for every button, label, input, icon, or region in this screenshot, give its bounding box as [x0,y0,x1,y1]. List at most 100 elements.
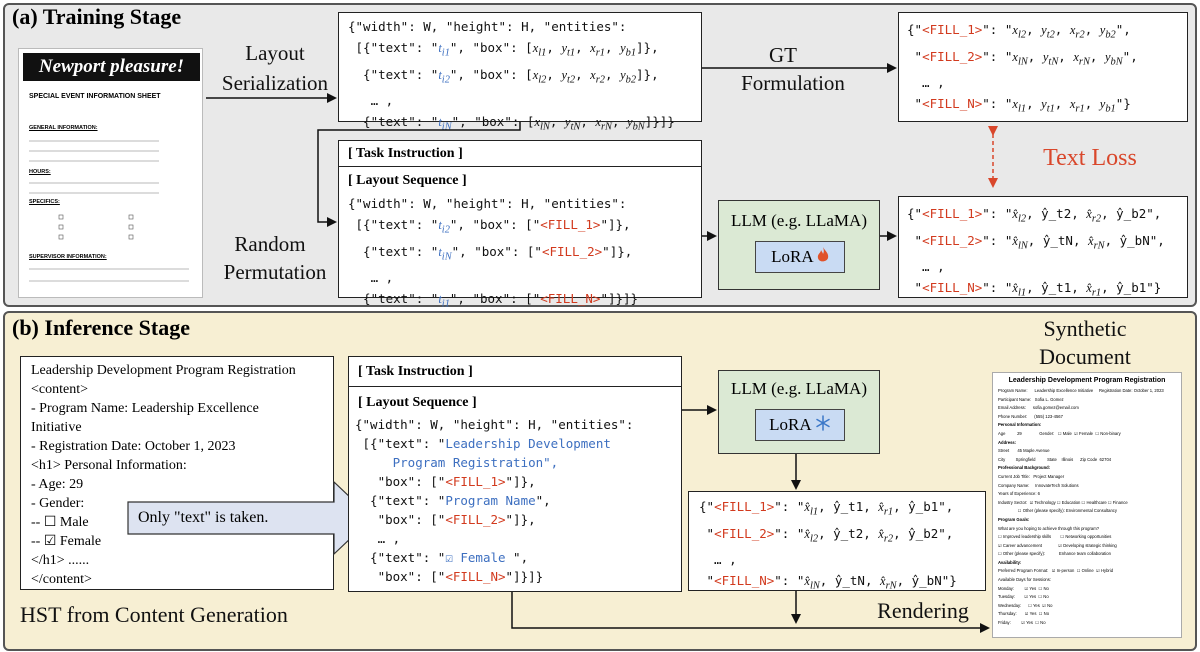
form-section-supervisor: SUPERVISOR INFORMATION: [29,254,107,260]
label-layout-serialization-2: Serialization [221,71,329,95]
training-lora-label: LoRA [771,247,813,266]
inf-pred-line-2: … , [699,552,737,567]
synthetic-doc-row: Tuesday: ☑ Yes ☐ No [998,594,1049,600]
inference-lora-label: LoRA [769,415,811,434]
synthetic-doc-row: Availability: [998,559,1022,565]
gt-line-0: {"<FILL_1>": "xl2, yt2, xr2, yb2", [907,22,1131,41]
synthetic-doc-row: What are you hoping to achieve through t… [998,525,1100,531]
permuted-line-2: {"text": "tiN", "box": ["<FILL_2>"]}, [348,243,633,263]
serialized-line-4: {"text": "tiN", "box": [xlN, ytN, xrN, y… [348,114,675,133]
inf-pred-line-0: {"<FILL_1>": "x̂l1, ŷ_t1, x̂r1, ŷ_b1", [699,499,954,518]
hst-lines: Leadership Development Program Registrat… [31,361,333,589]
seq-line-6: … , [355,531,401,546]
synthetic-doc-row: Thursday: ☑ Yes ☐ No [998,611,1050,617]
form-section-specifics: SPECIFICS: [29,199,60,205]
hst-content-box: Leadership Development Program Registrat… [20,356,334,590]
hst-line-3: Initiative [31,420,82,435]
train-pred-line-2: … , [907,259,945,274]
training-prompt-box: [ Task Instruction ] [ Layout Sequence ]… [338,140,702,310]
label-rendering: Rendering [877,598,969,623]
synthetic-doc-title: Leadership Development Program Registrat… [1008,377,1166,384]
synthetic-doc-row: Wednesday: ☐ Yes ☑ No [998,602,1053,608]
hst-line-6: - Age: 29 [31,477,84,492]
training-llm-label: LLM (e.g. LLaMA) [731,211,867,230]
seq-line-7: {"text": "☑ Female ", [355,550,529,565]
label-gt-formulation-1: GT [769,43,797,67]
training-stage-title: (a) Training Stage [12,4,182,29]
permuted-line-1: [{"text": "ti2", "box": ["<FILL_1>"]}, [348,217,631,236]
label-random-permutation-2: Permutation [223,260,327,284]
seq-line-0: {"width": W, "height": H, "entities": [355,417,634,432]
only-text-label: Only "text" is taken. [138,509,269,526]
layout-sequence-header: [ Layout Sequence ] [348,173,467,188]
hst-line-4: - Registration Date: October 1, 2023 [31,439,236,454]
label-layout-serialization-1: Layout [245,41,305,65]
synthetic-doc-row: Professional Background: [998,465,1051,471]
train-pred-line-1: "<FILL_2>": "x̂lN, ŷ_tN, x̂rN, ŷ_bN", [907,232,1165,252]
synthetic-doc-row: Personal Information: [998,422,1042,428]
seq-line-5: "box": ["<FILL_2>"]}, [355,512,536,527]
permuted-line-4: {"text": "ti1", "box": ["<FILL_N>"]}]} [348,291,639,310]
hst-line-7: - Gender: [31,496,85,511]
seq-line-2: Program Registration", [355,455,559,470]
inference-task-instruction-header: [ Task Instruction ] [349,357,681,387]
label-gt-formulation-2: Formulation [741,71,845,95]
seq-line-8: "box": ["<FILL_N>"]}]} [355,569,544,584]
inference-stage-title: (b) Inference Stage [12,315,190,340]
label-synthetic-document-2: Document [1039,344,1131,369]
form-section-general: GENERAL INFORMATION: [29,125,98,131]
serialized-line-1: [{"text": "ti1", "box": [xl1, yt1, xr1, … [348,40,659,59]
label-random-permutation-1: Random [234,232,306,256]
form-sheet-title: SPECIAL EVENT INFORMATION SHEET [29,93,161,100]
serialized-layout-box: {"width": W, "height": H, "entities": [{… [338,12,702,133]
label-synthetic-document-1: Synthetic [1043,316,1127,341]
serialized-line-2: {"text": "ti2", "box": [xl2, yt2, xr2, y… [348,66,659,86]
synthetic-doc-row: Years of Experience: 6 [998,491,1040,497]
synthetic-doc-row: ☐ Other (please specify): Environmental … [998,508,1117,514]
gt-line-1: "<FILL_2>": "xlN, ytN, xrN, ybN", [907,48,1138,68]
seq-line-1: [{"text": "Leadership Development [355,436,611,451]
synthetic-doc-row: Friday: ☑ Yes ☐ No [998,620,1046,626]
form-brand: Newport pleasure! [23,53,200,81]
serialized-line-3: … , [348,93,394,108]
train-pred-line-3: "<FILL_N>": "x̂l1, ŷ_t1, x̂r1, ŷ_b1"} [907,280,1162,299]
synthetic-doc-row: Company Name: InnovateTech Solutions [998,482,1079,488]
task-instruction-header: [ Task Instruction ] [339,141,701,167]
inference-llm-label: LLM (e.g. LLaMA) [731,379,867,398]
synthetic-doc-row: ☑ Career advancement ☑ Developing strate… [998,542,1117,548]
hst-caption: HST from Content Generation [20,602,288,627]
training-llm-box: LLM (e.g. LLaMA) LoRA [718,200,880,290]
synthetic-doc-row: Available Days for Sessions: [998,577,1051,583]
inf-pred-line-1: "<FILL_2>": "x̂l2, ŷ_t2, x̂r2, ŷ_b2", [699,525,954,545]
synthetic-doc-row: Age 29 Gender: ☐ Male ☑ Female ☐ Non-bin… [998,430,1121,436]
inference-llm-box: LLM (e.g. LLaMA) LoRA [718,370,880,454]
form-lines [29,140,189,282]
synthetic-doc-row: Participant Name: Sofia L. Gomez [998,396,1064,402]
hst-line-8: -- ☐ Male [31,515,89,530]
gt-target-box: {"<FILL_1>": "xl2, yt2, xr2, yb2", "<FIL… [898,12,1188,122]
hst-line-9: -- ☑ Female [31,534,102,549]
hst-line-5: <h1> Personal Information: [31,458,187,473]
inf-pred-line-3: "<FILL_N>": "x̂lN, ŷ_tN, x̂rN, ŷ_bN"} [699,573,957,592]
inference-prediction-box: {"<FILL_1>": "x̂l1, ŷ_t1, x̂r1, ŷ_b1", "… [688,491,986,592]
label-text-loss: Text Loss [1043,145,1137,171]
gt-line-3: "<FILL_N>": "xl1, yt1, xr1, yb1"} [907,96,1131,115]
synthetic-doc-row: Preferred Program Format: ☑ In-person ☐ … [998,568,1114,574]
inference-lora-box: LoRA [755,409,845,441]
form-section-hours: HOURS: [29,169,51,175]
inference-prompt-box: [ Task Instruction ] [ Layout Sequence ]… [348,356,682,592]
form-document-image: Newport pleasure! SPECIAL EVENT INFORMAT… [18,48,203,298]
synthetic-doc-row: Industry Sector: ☑ Technology ☐ Educatio… [998,499,1128,505]
seq-line-3: "box": ["<FILL_1>"]}, [355,474,536,489]
synthetic-doc-row: Program Goals: [998,516,1030,522]
training-lora-box: LoRA [755,241,845,273]
synthetic-doc-row: Current Job Title: Project Manager [998,473,1065,479]
synthetic-doc-row: ☐ Other (please specify): Enhance team c… [998,551,1111,557]
inference-layout-sequence-header: [ Layout Sequence ] [358,395,477,410]
train-pred-line-0: {"<FILL_1>": "x̂l2, ŷ_t2, x̂r2, ŷ_b2", [907,206,1162,225]
fire-icon [817,243,829,273]
synthetic-doc-row: Monday: ☑ Yes ☐ No [998,585,1049,591]
synthetic-doc-row: City Springfield State Illinois Zip Code… [998,456,1112,462]
hst-line-10: </h1> ...... [31,553,90,568]
